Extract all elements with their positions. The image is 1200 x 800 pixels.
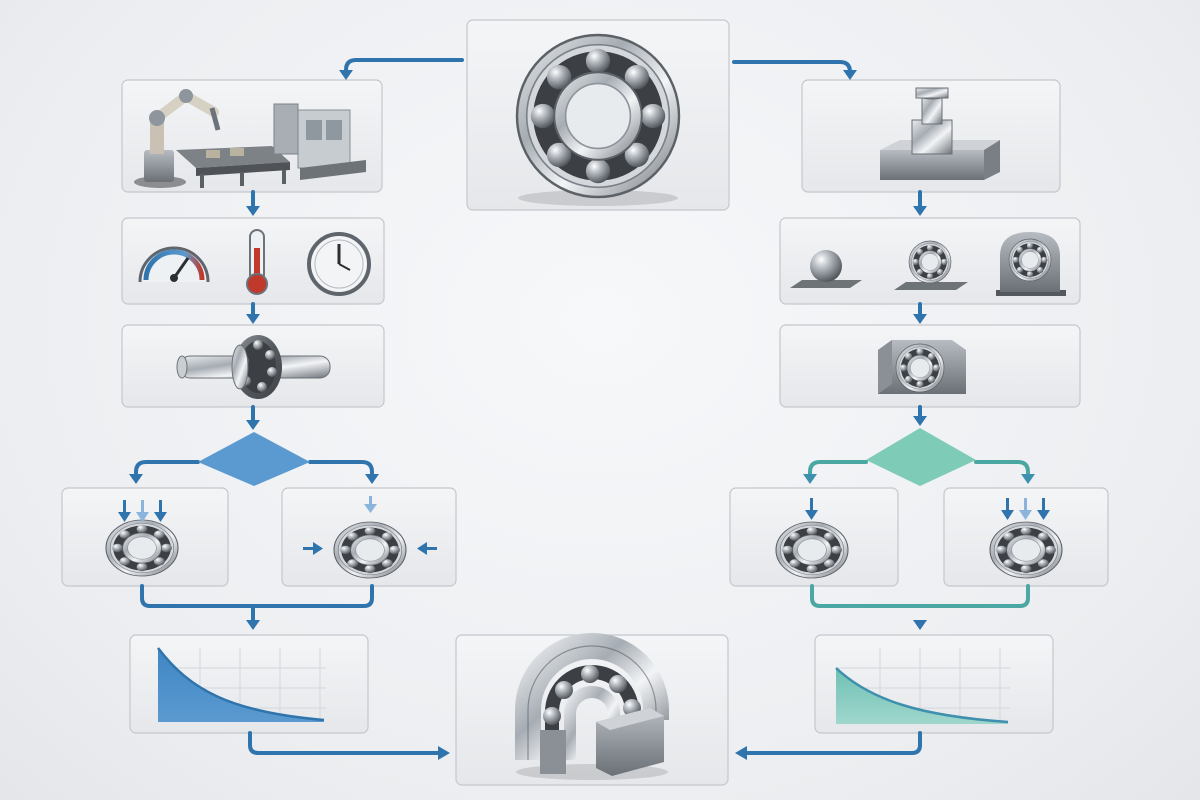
decision-diamond-left	[198, 432, 310, 486]
thermometer-icon	[247, 230, 267, 294]
clock-icon	[309, 234, 369, 294]
decision-diamond-right	[866, 428, 976, 486]
arrow-icon	[1001, 498, 1050, 520]
bearing-housing-icon	[996, 232, 1066, 296]
bearing-housing-icon	[878, 340, 966, 394]
arrow-icon	[118, 500, 167, 522]
